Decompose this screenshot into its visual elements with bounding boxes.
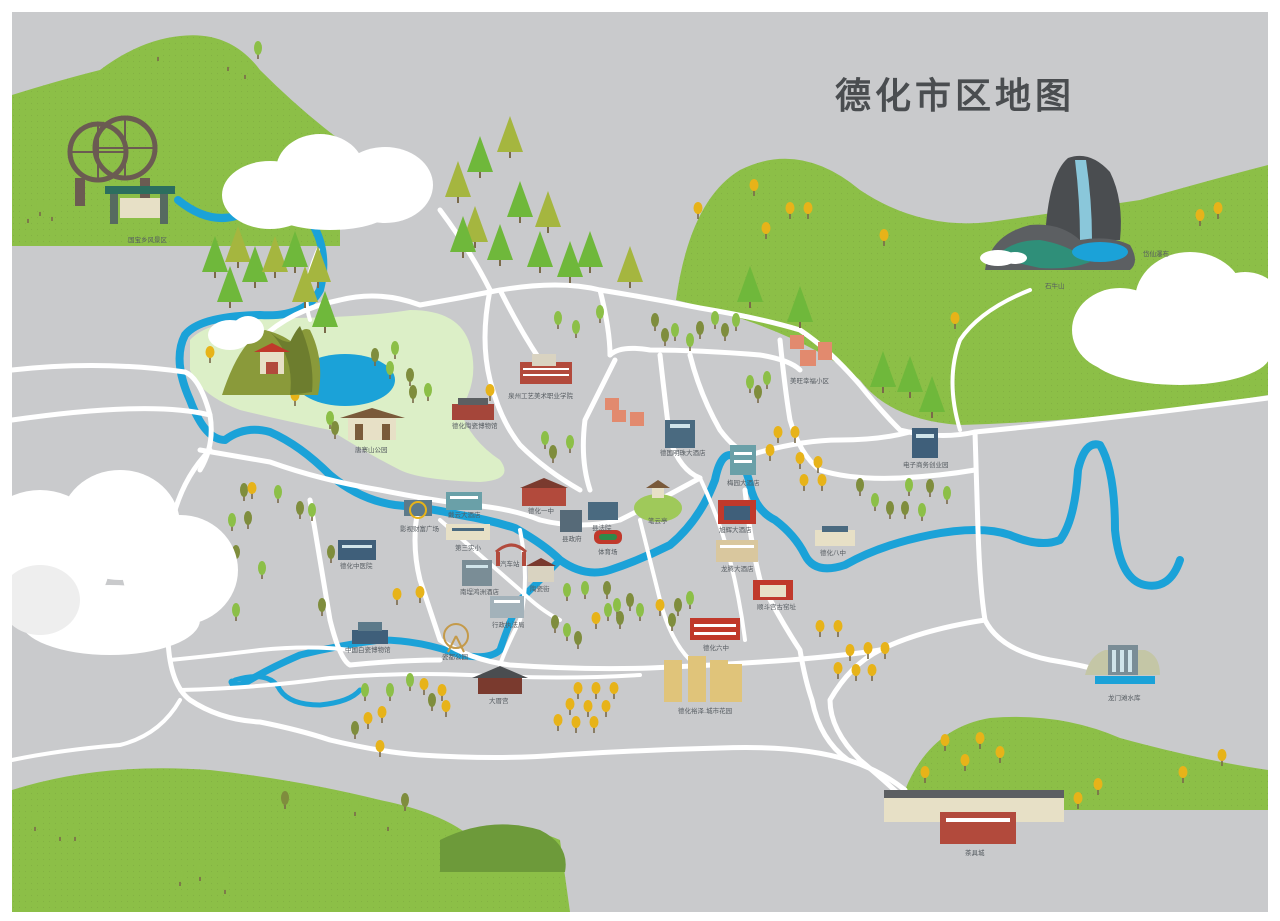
building-wealth-square [404, 500, 432, 519]
place-labels: 国宝乡风景区 唐寨山公园 德化陶瓷博物馆 泉州工艺美术职业学院 美旺幸福小区 石… [128, 235, 1170, 857]
label-longteng: 龙腾大酒店 [721, 564, 754, 573]
building-hotel-3 [718, 500, 756, 524]
tangzhaishan-mountain [222, 326, 321, 395]
label-liuzhong: 德化六中 [703, 643, 729, 652]
label-gate-park: 国宝乡风景区 [128, 235, 168, 244]
cloud-right [1072, 252, 1280, 385]
label-huaqiao: 戴云大酒店 [448, 510, 481, 519]
building-college [520, 354, 572, 384]
reservoir-dam [1085, 645, 1160, 684]
label-bus-station: 汽车站 [500, 559, 520, 568]
building-ecommerce [912, 428, 938, 458]
label-court: 县法院 [592, 523, 612, 532]
label-reservoir: 龙门滩水库 [1108, 693, 1141, 702]
building-blocks-a [605, 398, 644, 426]
label-college: 泉州工艺美术职业学院 [508, 391, 574, 400]
building-garden-towers [664, 656, 742, 702]
building-court [588, 502, 618, 520]
building-ferris [443, 623, 469, 653]
label-ecommerce: 电子商务创业园 [903, 460, 949, 469]
label-meiyuan-hotel: 梅园大酒店 [727, 478, 760, 487]
waterfall-mountain [980, 155, 1135, 270]
building-zhongyiyuan [338, 540, 376, 560]
building-bazhong [815, 526, 855, 546]
cloud-left [0, 470, 238, 655]
building-hotel-1 [665, 420, 695, 448]
label-fengsheng-hotel: 旭辉大酒店 [719, 525, 752, 534]
building-tea-city [884, 790, 1064, 844]
cloud-small-park [208, 316, 264, 350]
label-tea-city: 茶具城 [965, 848, 985, 857]
label-ferris-park: 瓷都公园 [442, 652, 468, 661]
clouds [0, 134, 1280, 660]
label-bazhong: 德化八中 [820, 548, 846, 557]
building-pavilion-hill [634, 480, 682, 522]
building-liuzhong [690, 618, 740, 640]
building-taoci-street [526, 558, 556, 582]
building-hotel-2 [730, 445, 756, 475]
label-taoci-street: 陶瓷街 [530, 584, 550, 593]
building-yizhong [520, 478, 568, 506]
label-stadium: 体育场 [598, 547, 618, 556]
label-huajing-garden: 德化裕泽.城市花园 [678, 706, 732, 715]
lake-pavilion [340, 408, 405, 440]
building-dacheng [472, 666, 528, 694]
ferris-wheel-gate [67, 115, 175, 224]
map-title: 德化市区地图 [835, 76, 1075, 117]
label-yizhong: 德化一中 [528, 506, 554, 515]
label-third-school: 第三实小 [455, 543, 482, 552]
hill-bottom-left [12, 768, 570, 912]
label-county-gov: 县政府 [562, 534, 582, 543]
label-wealth-square: 影视财富广场 [400, 524, 440, 533]
label-gongyi: 顺斗宫古窑址 [757, 602, 797, 611]
label-tangzhaishan: 唐寨山公园 [355, 445, 388, 454]
label-longsheng-hotel: 德国明珠大酒店 [660, 448, 706, 457]
roads [9, 207, 1271, 808]
building-china-museum [352, 622, 388, 644]
label-nanfeng: 南埕鸿洲酒店 [460, 587, 500, 596]
label-waterfall: 岱仙瀑布 [1143, 249, 1170, 258]
building-nanfeng [462, 560, 492, 586]
building-third-school [446, 524, 490, 540]
label-zhongyiyuan: 德化中医院 [340, 561, 373, 570]
building-huaqiao [446, 492, 482, 510]
label-china-museum: 中国白瓷博物馆 [345, 645, 391, 654]
label-meiyuan: 美旺幸福小区 [790, 376, 830, 385]
building-bus-station [495, 543, 528, 566]
building-gov [560, 510, 582, 532]
label-dacheng: 大厝宫 [489, 696, 509, 705]
label-xingzheng: 行政执法局 [492, 620, 525, 629]
label-ceramic-museum: 德化陶瓷博物馆 [452, 421, 498, 430]
buildings [338, 335, 1064, 844]
cloud-top [222, 134, 433, 230]
hill-bottom-right [905, 716, 1268, 810]
building-stadium [594, 530, 622, 544]
building-gongyi [753, 580, 793, 600]
building-blocks-b [790, 335, 832, 366]
label-guanlan: 笔云亭 [648, 516, 668, 525]
building-museum-ceramic [452, 398, 494, 420]
label-shiniushan: 石牛山 [1045, 281, 1065, 290]
building-xingzheng [490, 596, 524, 618]
building-hotel-4 [716, 540, 758, 562]
